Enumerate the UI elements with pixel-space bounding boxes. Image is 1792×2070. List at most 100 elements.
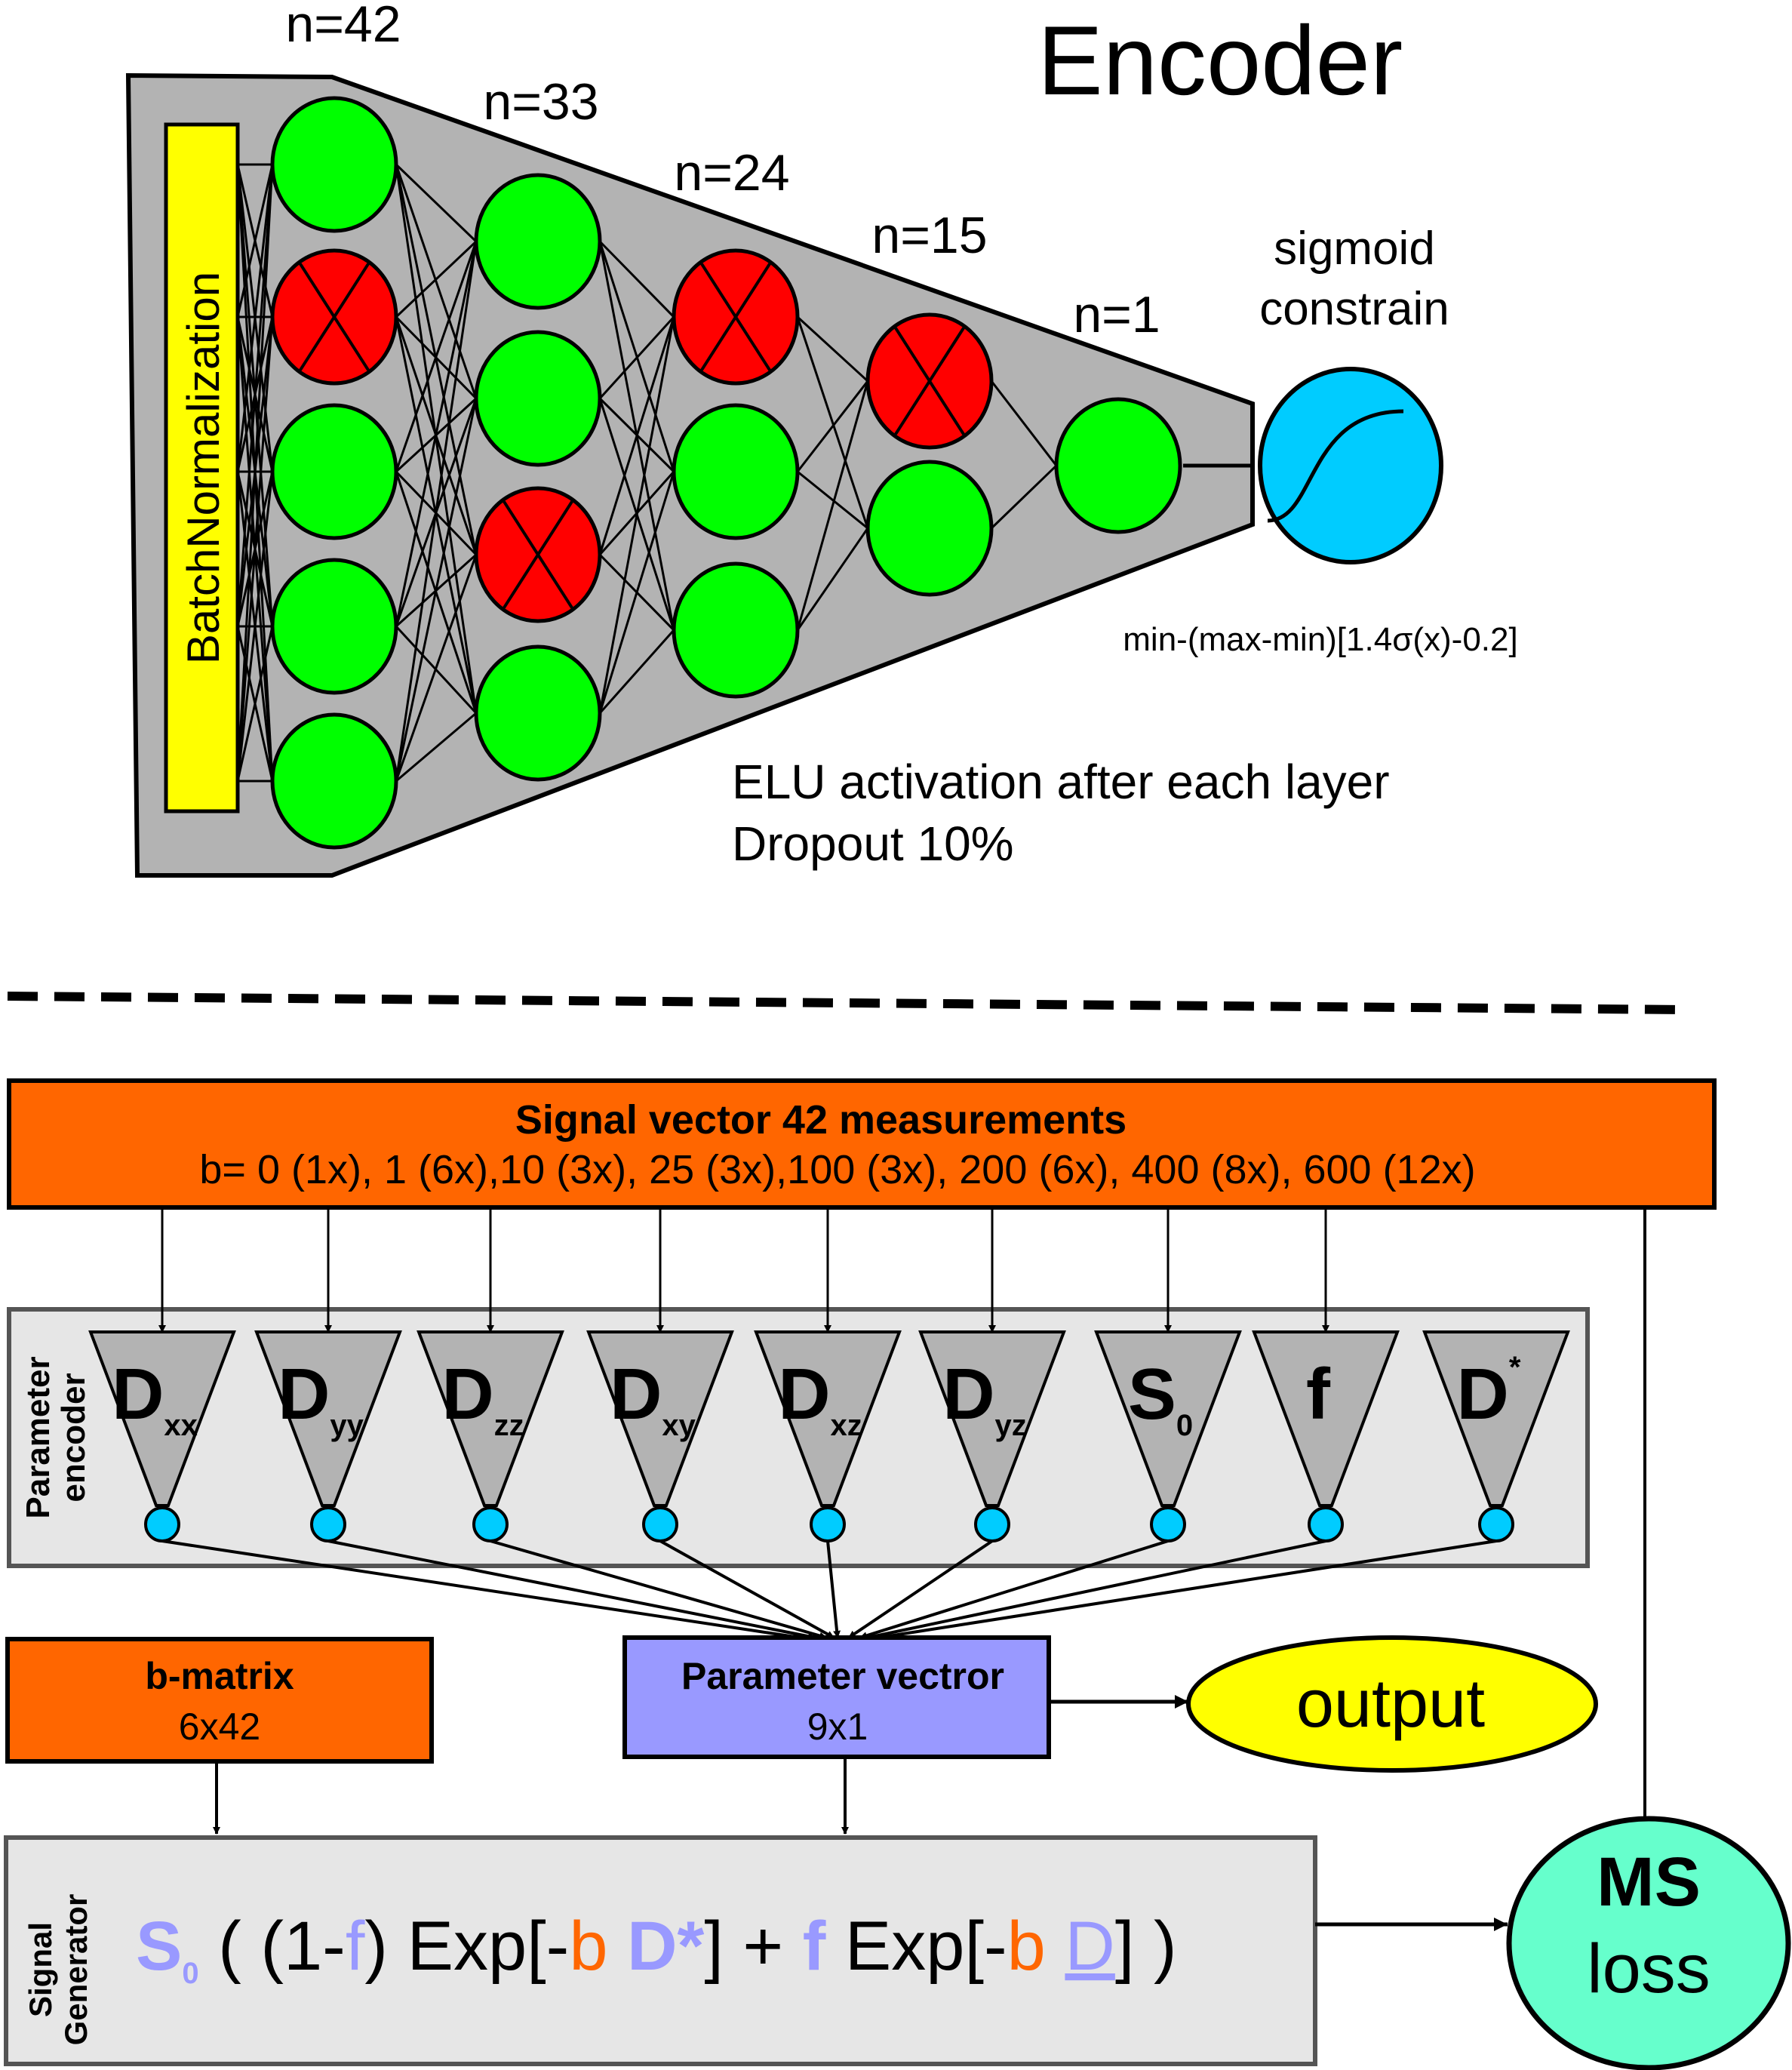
connection-line — [598, 316, 675, 714]
elu-note: ELU activation after each layer — [732, 755, 1390, 809]
formula-term: ( (1- — [199, 1908, 346, 1985]
param-to-vector-arrow — [867, 1539, 1326, 1641]
layer-size-label: n=15 — [871, 207, 987, 264]
connection-line — [796, 527, 869, 631]
encoder-layer-labels: n=42n=33n=24n=15n=1 — [285, 0, 1160, 343]
connection-line — [598, 240, 675, 318]
active-neuron — [270, 403, 398, 540]
connection-line — [990, 464, 1058, 530]
bmatrix-box: b-matrix 6x42 — [5, 1637, 434, 1764]
formula-term: f — [803, 1908, 826, 1985]
loss-line2: loss — [1587, 1930, 1711, 2007]
parameter-encoder-dyy: Dyy — [254, 1330, 402, 1543]
connection-line — [236, 164, 274, 627]
connection-line — [598, 316, 675, 555]
dropout-cross-icon — [894, 327, 965, 435]
signal-vector-bvalues: b= 0 (1x), 1 (6x),10 (3x), 25 (3x),100 (… — [199, 1147, 1475, 1192]
bmatrix-title: b-matrix — [145, 1655, 294, 1697]
dropout-cross-icon — [700, 263, 771, 371]
connection-line — [236, 164, 274, 472]
connection-line — [395, 398, 478, 782]
parameter-encoder-dxx: Dxx — [88, 1330, 236, 1543]
parameter-encoder-label-line2: encoder — [55, 1373, 92, 1502]
active-neuron — [270, 558, 398, 695]
connection-line — [598, 315, 675, 400]
formula-term — [1046, 1908, 1065, 1985]
parameter-encoder-s0: S0 — [1094, 1330, 1242, 1543]
param-to-vector-arrow — [161, 1539, 801, 1641]
formula-term: b — [1007, 1908, 1046, 1985]
active-neuron — [474, 330, 602, 467]
formula-term: S — [136, 1908, 182, 1985]
sigmoid-node — [1258, 367, 1443, 564]
connection-line — [236, 316, 274, 782]
parameter-encoder-label-line1: Parameter — [20, 1356, 57, 1518]
active-neuron — [1054, 397, 1182, 534]
param-to-vector-arrow — [327, 1539, 816, 1641]
sigmoid-label-line1: sigmoid — [1274, 223, 1435, 275]
dropout-cross-icon — [503, 500, 573, 609]
dropout-cross-icon — [299, 263, 370, 371]
connection-line — [395, 164, 478, 399]
batchnorm-label: BatchNormalization — [178, 272, 229, 664]
output-label: output — [1296, 1666, 1485, 1742]
formula-term: D — [1065, 1908, 1114, 1985]
connection-line — [395, 712, 477, 783]
signal-generator-label-line2: Generator — [58, 1894, 94, 2046]
formula-term: Exp[- — [825, 1908, 1007, 1985]
connection-line — [236, 164, 274, 318]
encoder-funnel — [1422, 1330, 1570, 1507]
encoder-output-node — [1150, 1506, 1186, 1543]
encoder-section: BatchNormalization n=42n=33n=24n=15n=1 E… — [125, 0, 1518, 878]
connection-line — [990, 380, 1058, 466]
encoder-nodes — [270, 96, 1182, 850]
parameter-encoder-dxy: Dxy — [586, 1330, 734, 1543]
encoder-output-node — [144, 1506, 180, 1543]
layer-size-label: n=24 — [674, 144, 789, 201]
connection-line — [395, 241, 478, 782]
connection-line — [395, 240, 478, 318]
parameter-encoder-f: f — [1252, 1330, 1400, 1543]
layer-size-label: n=1 — [1073, 286, 1160, 343]
signal-formula: S0 ( (1-f) Exp[-b D*] + f Exp[-b D] ) — [136, 1908, 1177, 1990]
signal-to-encoder-arrows — [158, 1207, 1329, 1333]
connection-line — [395, 241, 478, 472]
encoder-output-node — [310, 1506, 346, 1543]
section-divider — [7, 992, 1691, 1014]
parameter-vector-box: Parameter vectror 9x1 — [622, 1635, 1051, 1759]
encoder-output-node — [1308, 1506, 1344, 1543]
encoder-output-node — [810, 1506, 846, 1543]
dropout-note: Dropout 10% — [732, 817, 1014, 871]
output-node: output — [1186, 1635, 1598, 1773]
ms-loss-node: MS loss — [1506, 1816, 1791, 2070]
formula-term: f — [346, 1908, 365, 1985]
parameter-encoder-dstar: D* — [1422, 1330, 1570, 1543]
sigmoid-label-line2: constrain — [1259, 283, 1449, 335]
formula-term: 0 — [182, 1957, 198, 1990]
encoder-output-node — [1478, 1506, 1514, 1543]
active-neuron — [474, 173, 602, 310]
encoder-funnel — [918, 1330, 1066, 1507]
formula-term — [608, 1908, 628, 1985]
param-to-vector-arrow — [847, 1539, 994, 1639]
encoder-funnel — [1252, 1330, 1400, 1507]
param-to-vector-arrow — [859, 1539, 1169, 1640]
connection-line — [796, 316, 869, 529]
bmatrix-dims: 6x42 — [179, 1706, 260, 1748]
param-to-vector-arrow — [878, 1539, 1497, 1641]
connection-line — [236, 626, 274, 782]
param-to-vector-arrow — [826, 1540, 841, 1638]
connection-line — [598, 629, 675, 714]
parameter-vector-title: Parameter vectror — [681, 1655, 1004, 1697]
sigmoid-formula: min-(max-min)[1.4σ(x)-0.2] — [1123, 621, 1517, 658]
active-neuron — [672, 561, 800, 699]
param-to-vector-arrow — [659, 1539, 835, 1639]
connection-line — [797, 470, 868, 530]
connection-line — [395, 163, 478, 243]
active-neuron — [474, 644, 602, 782]
signal-generator-panel: Signal Generator S0 ( (1-f) Exp[-b D*] +… — [4, 1835, 1317, 2066]
layer-size-label: n=33 — [483, 73, 598, 131]
active-neuron — [270, 96, 398, 233]
